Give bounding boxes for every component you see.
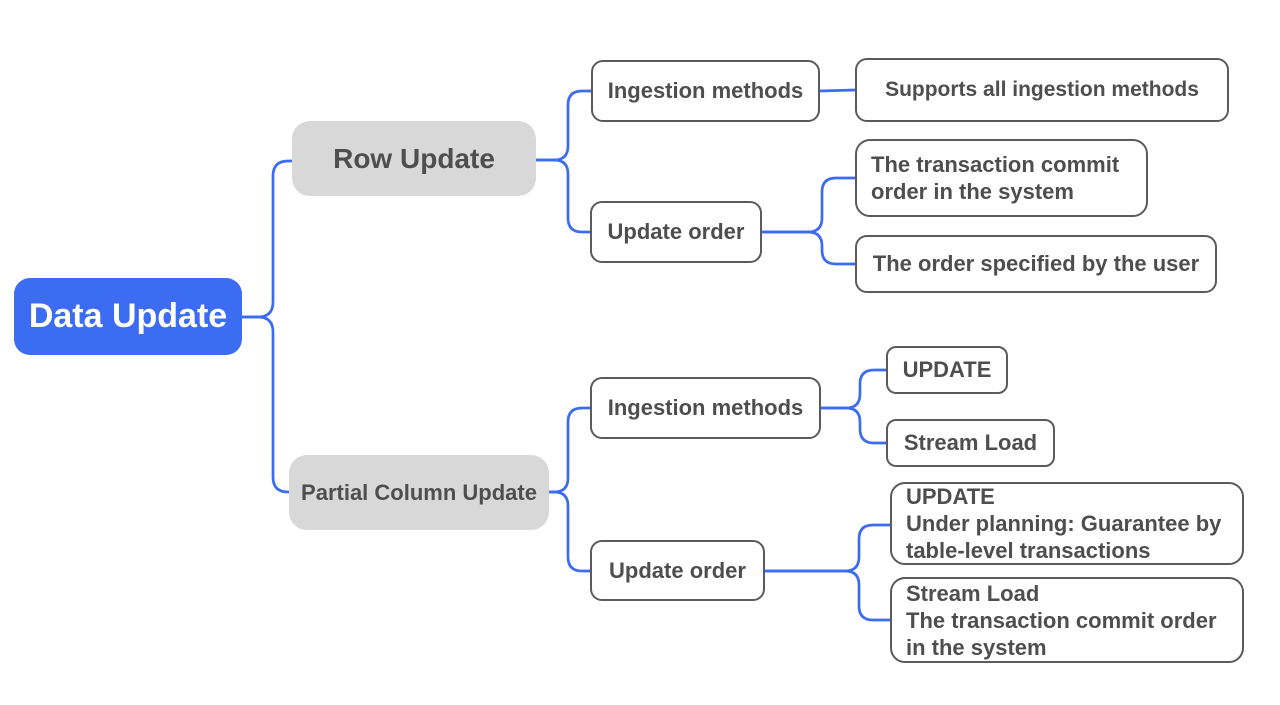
edge-update-order-to-order-update bbox=[765, 523, 890, 573]
node-data-update-label: Data Update bbox=[28, 297, 228, 336]
node-stream-load-label: Stream Load bbox=[903, 430, 1038, 456]
edge-ingestion-methods-to-update bbox=[821, 368, 886, 410]
node-partial-column-update-label: Partial Column Update bbox=[301, 479, 537, 505]
node-update-under-planning: UPDATE Under planning: Guarantee by tabl… bbox=[890, 482, 1244, 565]
node-transaction-commit-order-line-1: The transaction commit bbox=[871, 152, 1120, 177]
edge-update-order-to-commit-order bbox=[762, 176, 855, 234]
node-update-under-planning-line-2: Under planning: Guarantee by bbox=[906, 511, 1222, 536]
node-stream-load-commit-order-line-3: in the system bbox=[906, 634, 1047, 660]
node-row-update-order-label: Update order bbox=[607, 219, 745, 245]
edge-row-update-to-ingestion-methods bbox=[536, 89, 591, 162]
node-pcu-ingestion-methods-label: Ingestion methods bbox=[607, 395, 804, 421]
node-row-update-order: Update order bbox=[590, 201, 762, 263]
node-stream-load: Stream Load bbox=[886, 419, 1055, 467]
node-update-under-planning-line-3: table-level transactions bbox=[906, 538, 1151, 563]
node-data-update: Data Update bbox=[14, 278, 242, 355]
node-stream-load-commit-order-line-1: Stream Load bbox=[906, 580, 1040, 606]
edge-update-order-to-user-order bbox=[762, 230, 855, 266]
edge-update-order-to-order-stream bbox=[765, 569, 890, 622]
node-stream-load-commit-order: Stream Load The transaction commit order… bbox=[890, 577, 1244, 663]
node-update-label: UPDATE bbox=[902, 357, 992, 383]
node-row-ingestion-methods-label: Ingestion methods bbox=[607, 78, 804, 104]
node-update: UPDATE bbox=[886, 346, 1008, 394]
node-order-specified-by-user-label: The order specified by the user bbox=[872, 251, 1200, 277]
edge-pcu-to-ingestion-methods bbox=[549, 406, 590, 494]
node-pcu-ingestion-methods: Ingestion methods bbox=[590, 377, 821, 439]
node-order-specified-by-user: The order specified by the user bbox=[855, 235, 1217, 293]
node-transaction-commit-order-line-2: order in the system bbox=[871, 179, 1074, 204]
node-row-ingestion-methods: Ingestion methods bbox=[591, 60, 820, 122]
edge-root-to-partial-column-update bbox=[242, 315, 289, 494]
node-supports-all-ingestion-methods-label: Supports all ingestion methods bbox=[885, 77, 1199, 101]
node-pcu-update-order: Update order bbox=[590, 540, 765, 601]
node-transaction-commit-order: The transaction commit order in the syst… bbox=[855, 139, 1148, 217]
edge-root-to-row-update bbox=[242, 159, 292, 319]
node-row-update-label: Row Update bbox=[333, 143, 495, 174]
node-row-update: Row Update bbox=[292, 121, 536, 196]
edge-ingestion-methods-to-stream-load bbox=[821, 406, 886, 445]
node-partial-column-update: Partial Column Update bbox=[289, 455, 549, 530]
edge-row-update-to-update-order bbox=[536, 158, 590, 234]
edge-ingestion-methods-to-supports-all bbox=[819, 88, 856, 93]
node-supports-all-ingestion-methods: Supports all ingestion methods bbox=[855, 58, 1229, 122]
node-stream-load-commit-order-line-2: The transaction commit order bbox=[906, 607, 1217, 633]
node-pcu-update-order-label: Update order bbox=[609, 557, 746, 583]
edge-pcu-to-update-order bbox=[549, 490, 590, 573]
node-update-under-planning-line-1: UPDATE bbox=[906, 484, 995, 509]
